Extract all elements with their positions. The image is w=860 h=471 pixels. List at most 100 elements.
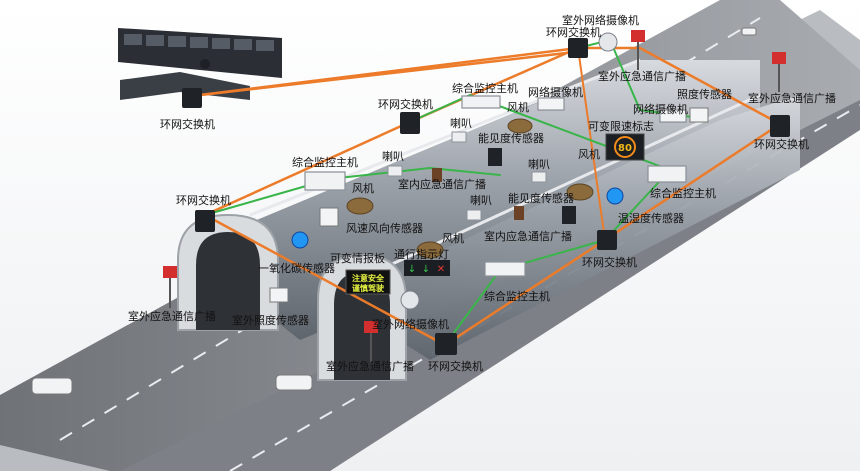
label-outdoor-broadcast-bottom: 室外应急通信广播 <box>326 359 414 373</box>
fan-group <box>346 118 594 259</box>
server-icon <box>484 261 526 277</box>
label-speaker-4: 喇叭 <box>470 193 492 207</box>
screen-4 <box>190 37 208 48</box>
traffic-indicator: ↓ ↓ ✕ <box>404 260 450 276</box>
label-info-board: 可变情报板 <box>330 251 385 265</box>
speed-limit-ring <box>614 136 636 158</box>
arrow-down-icon: ↓ <box>422 264 430 275</box>
operator <box>200 59 210 69</box>
fan-icon <box>416 241 444 259</box>
co-sensor-icon <box>291 231 309 249</box>
dome-camera-icon <box>400 290 420 310</box>
switch-icon <box>182 88 202 108</box>
speaker-icon <box>451 131 467 143</box>
dome-camera-icon <box>598 32 618 52</box>
switch-icon <box>597 230 617 250</box>
illuminance-sensor-icon <box>269 287 289 303</box>
label-wind: 风速风向传感器 <box>346 221 423 235</box>
link-orange-5 <box>203 213 447 347</box>
tunnel-opening-right <box>334 272 390 380</box>
link-orange-4 <box>203 120 412 217</box>
fan-icon <box>346 197 374 215</box>
speaker-icon <box>387 165 403 177</box>
fan-icon <box>566 183 594 201</box>
sensor-group <box>269 107 709 303</box>
speaker-group <box>387 131 547 221</box>
label-switch-top: 环网交换机 <box>546 25 601 39</box>
server-icon <box>647 165 687 183</box>
info-board-line2: 谨慎驾驶 <box>352 283 385 293</box>
label-co-sensor: 一氧化碳传感器 <box>258 261 335 275</box>
link-orange-7 <box>577 47 606 241</box>
label-group: 室外网络摄像机 环网交换机 室外应急通信广播 室外应急通信广播 环网交换机 综合… <box>128 13 836 373</box>
fan-icon <box>507 118 533 134</box>
car-1 <box>31 377 73 395</box>
label-switch-left: 环网交换机 <box>176 193 231 207</box>
tunnel-ridge-2 <box>389 93 761 267</box>
server-icon <box>461 95 501 109</box>
car-group <box>31 27 757 395</box>
broadcast-group <box>163 30 786 362</box>
label-network-camera-1: 网络摄像机 <box>528 85 583 99</box>
label-speed-sign: 可变限速标志 <box>588 119 654 133</box>
visibility-sensor-icon <box>562 206 576 224</box>
label-outdoor-camera-2: 室外网络摄像机 <box>372 317 449 331</box>
label-speaker-2: 喇叭 <box>382 149 404 163</box>
camera-group <box>400 32 687 310</box>
link-orange-2 <box>190 50 577 98</box>
car-2 <box>275 374 313 391</box>
screen-2 <box>146 35 164 46</box>
label-outdoor-illuminance: 室外照度传感器 <box>232 313 309 327</box>
label-host-3: 综合监控主机 <box>650 186 716 200</box>
label-illuminance: 照度传感器 <box>677 87 732 101</box>
label-speaker-3: 喇叭 <box>528 157 550 171</box>
label-visibility-2: 能见度传感器 <box>508 191 574 205</box>
label-outdoor-broadcast-right: 室外应急通信广播 <box>748 91 836 105</box>
speed-limit-sign: 80 <box>605 133 645 161</box>
label-indoor-broadcast-2: 室内应急通信广播 <box>484 229 572 243</box>
link-green-1 <box>409 93 672 241</box>
host-group <box>304 95 687 277</box>
label-outdoor-broadcast-left: 室外应急通信广播 <box>128 309 216 323</box>
car-3 <box>741 27 757 36</box>
info-board-line1: 注意安全 <box>352 273 385 283</box>
switch-icon <box>770 115 790 137</box>
label-visibility-1: 能见度传感器 <box>478 131 544 145</box>
label-host-2: 综合监控主机 <box>292 155 358 169</box>
arrow-down-icon: ↓ <box>408 264 416 275</box>
broadcast-pole-icon <box>163 266 177 308</box>
switch-group <box>182 38 790 355</box>
speaker-icon <box>531 171 547 183</box>
label-speaker-1: 喇叭 <box>450 116 472 130</box>
bullet-camera-icon <box>537 97 565 111</box>
screen-7 <box>256 40 274 51</box>
screen-6 <box>234 39 252 50</box>
broadcast-pole-icon <box>772 52 786 92</box>
switch-icon <box>195 210 215 232</box>
label-switch-right: 环网交换机 <box>754 137 809 151</box>
speaker-icon <box>466 209 482 221</box>
label-host-4: 综合监控主机 <box>484 289 550 303</box>
screen-1 <box>124 34 142 45</box>
label-fan-1: 风机 <box>507 100 529 114</box>
switch-icon <box>435 333 457 355</box>
variable-info-board: 注意安全 谨慎驾驶 <box>345 269 391 295</box>
bullet-camera-icon <box>659 109 687 123</box>
label-switch-bottom: 环网交换机 <box>428 359 483 373</box>
label-network-camera-2: 网络摄像机 <box>633 102 688 116</box>
cross-icon: ✕ <box>437 264 445 275</box>
label-outdoor-broadcast-top: 室外应急通信广播 <box>598 69 686 83</box>
label-switch-mid: 环网交换机 <box>582 255 637 269</box>
label-switch-2: 环网交换机 <box>378 97 433 111</box>
label-traffic-light: 通行指示灯 <box>394 247 449 261</box>
info-board-panel <box>345 269 391 295</box>
visibility-sensor-icon <box>488 148 502 166</box>
label-fan-2: 风机 <box>578 147 600 161</box>
control-room <box>118 28 282 100</box>
server-icon <box>304 171 346 191</box>
label-indoor-broadcast-1: 室内应急通信广播 <box>398 177 486 191</box>
label-fan-4: 风机 <box>442 231 464 245</box>
broadcast-pole-icon <box>631 30 645 70</box>
